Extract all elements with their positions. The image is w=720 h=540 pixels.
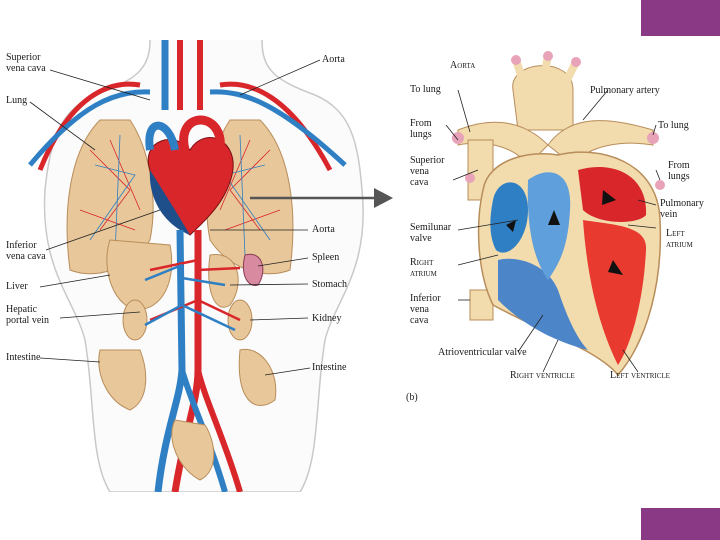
panel-letter-b: (b): [406, 392, 418, 403]
label-hepatic-portal-vein: Hepatic portal vein: [6, 304, 49, 326]
heart-cross-section-illustration: Aorta To lung Pulmonary artery From lung…: [398, 50, 720, 408]
connector-arrow: [248, 180, 398, 220]
label-liver: Liver: [6, 281, 28, 292]
label-spleen: Spleen: [312, 252, 339, 263]
label-aorta-mid: Aorta: [312, 224, 335, 235]
label-kidney: Kidney: [312, 313, 341, 324]
label-right-atrium: Right atrium: [410, 257, 437, 279]
label-inferior-vena-cava: Inferior vena cava: [6, 240, 46, 262]
label-superior-vena-cava-b: Superior vena cava: [410, 155, 444, 188]
accent-bar-top: [641, 0, 720, 36]
label-from-lungs-left: From lungs: [410, 118, 432, 140]
label-aorta-top: Aorta: [322, 54, 345, 65]
accent-bar-bottom: [641, 508, 720, 540]
label-left-atrium: Left atrium: [666, 228, 693, 250]
label-right-ventricle: Right ventricle: [510, 370, 575, 381]
label-from-lungs-right: From lungs: [668, 160, 690, 182]
label-lung: Lung: [6, 95, 27, 106]
label-semilunar-valve: Semilunar valve: [410, 222, 451, 244]
label-inferior-vena-cava-b: Inferior vena cava: [410, 293, 441, 326]
label-to-lung-left: To lung: [410, 84, 441, 95]
label-intestine-left: Intestine: [6, 352, 40, 363]
label-pulmonary-vein: Pulmonary vein: [660, 198, 704, 220]
label-intestine-right: Intestine: [312, 362, 346, 373]
label-left-ventricle: Left ventricle: [610, 370, 670, 381]
label-to-lung-right: To lung: [658, 120, 689, 131]
label-superior-vena-cava: Superior vena cava: [6, 52, 46, 74]
left-kidney: [123, 300, 147, 340]
label-stomach: Stomach: [312, 279, 347, 290]
label-aorta: Aorta: [450, 60, 475, 71]
label-atrioventricular-valve: Atrioventricular valve: [438, 347, 527, 358]
label-pulmonary-artery: Pulmonary artery: [590, 85, 660, 96]
body-circulation-illustration: Superior vena cava Aorta Lung Inferior v…: [0, 40, 392, 492]
body-circulation-drawing: [0, 40, 392, 492]
